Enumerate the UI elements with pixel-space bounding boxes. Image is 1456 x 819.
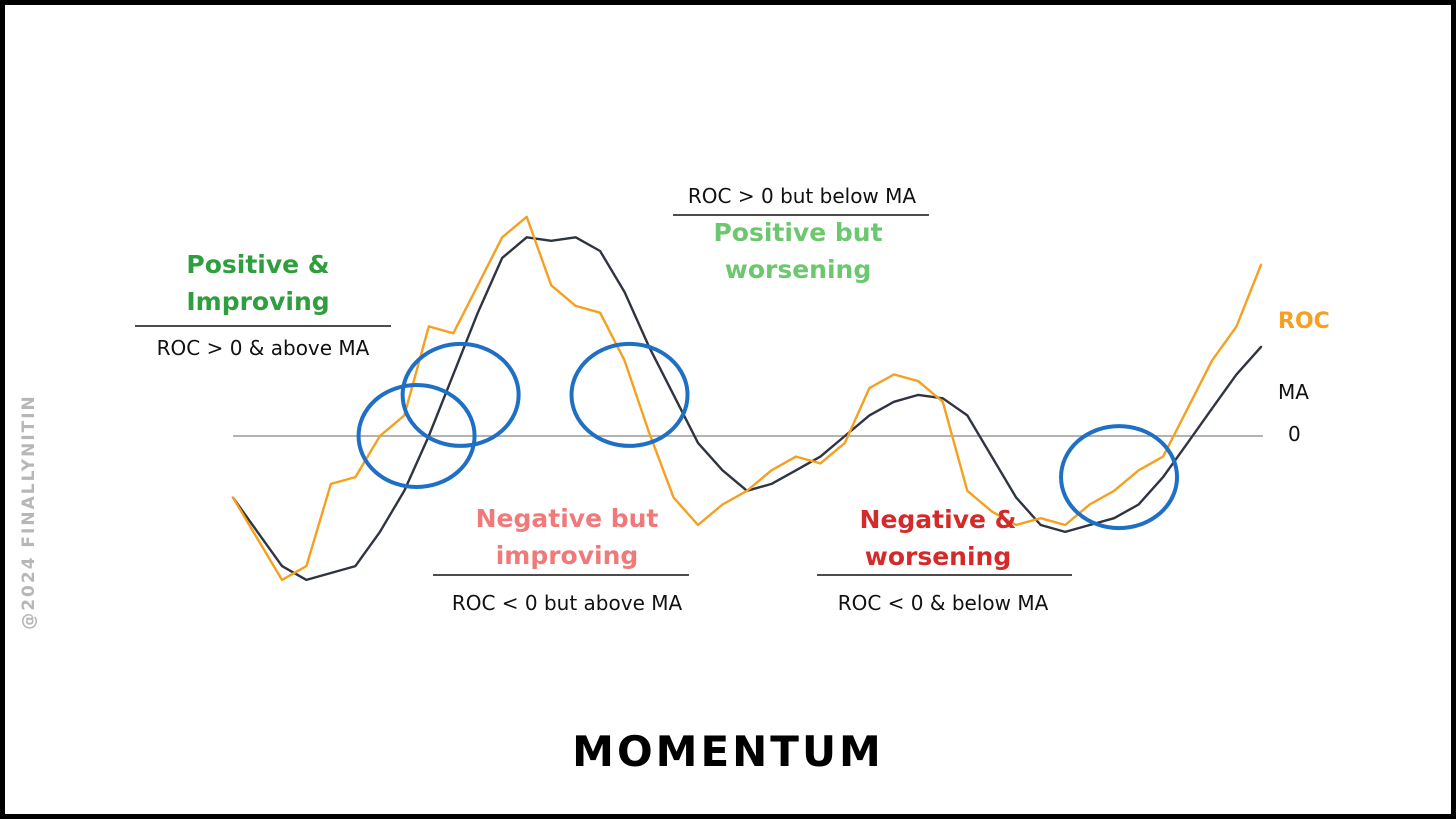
annotation-title-negative-improving: Negative but bbox=[476, 504, 659, 533]
crossover-circle bbox=[400, 341, 521, 448]
annotation-title-positive-worsening: worsening bbox=[725, 255, 872, 284]
annotation-title-negative-worsening: Negative & bbox=[860, 505, 1017, 534]
crossover-circle bbox=[1059, 424, 1180, 531]
roc-series-label: ROC bbox=[1278, 309, 1330, 334]
series-line-roc bbox=[231, 215, 1263, 582]
annotation-title-negative-improving: improving bbox=[496, 541, 639, 570]
zero-label: 0 bbox=[1288, 422, 1301, 446]
ma-series-label: MA bbox=[1278, 380, 1309, 404]
watermark: @2024 FINALLYNITIN bbox=[19, 394, 39, 630]
annotation-title-positive-improving: Positive & bbox=[186, 250, 329, 279]
annotation-title-positive-improving: Improving bbox=[186, 287, 329, 316]
crossover-circle bbox=[569, 341, 690, 448]
crossover-circle bbox=[356, 383, 477, 489]
annotation-title-positive-worsening: Positive but bbox=[713, 218, 882, 247]
annotation-condition-negative-improving: ROC < 0 but above MA bbox=[452, 591, 683, 615]
page-title: MOMENTUM bbox=[572, 727, 884, 776]
annotation-title-negative-worsening: worsening bbox=[865, 542, 1012, 571]
annotation-condition-negative-worsening: ROC < 0 & below MA bbox=[838, 591, 1049, 615]
annotation-condition-positive-improving: ROC > 0 & above MA bbox=[157, 336, 370, 360]
annotation-condition-positive-worsening: ROC > 0 but below MA bbox=[688, 184, 916, 208]
